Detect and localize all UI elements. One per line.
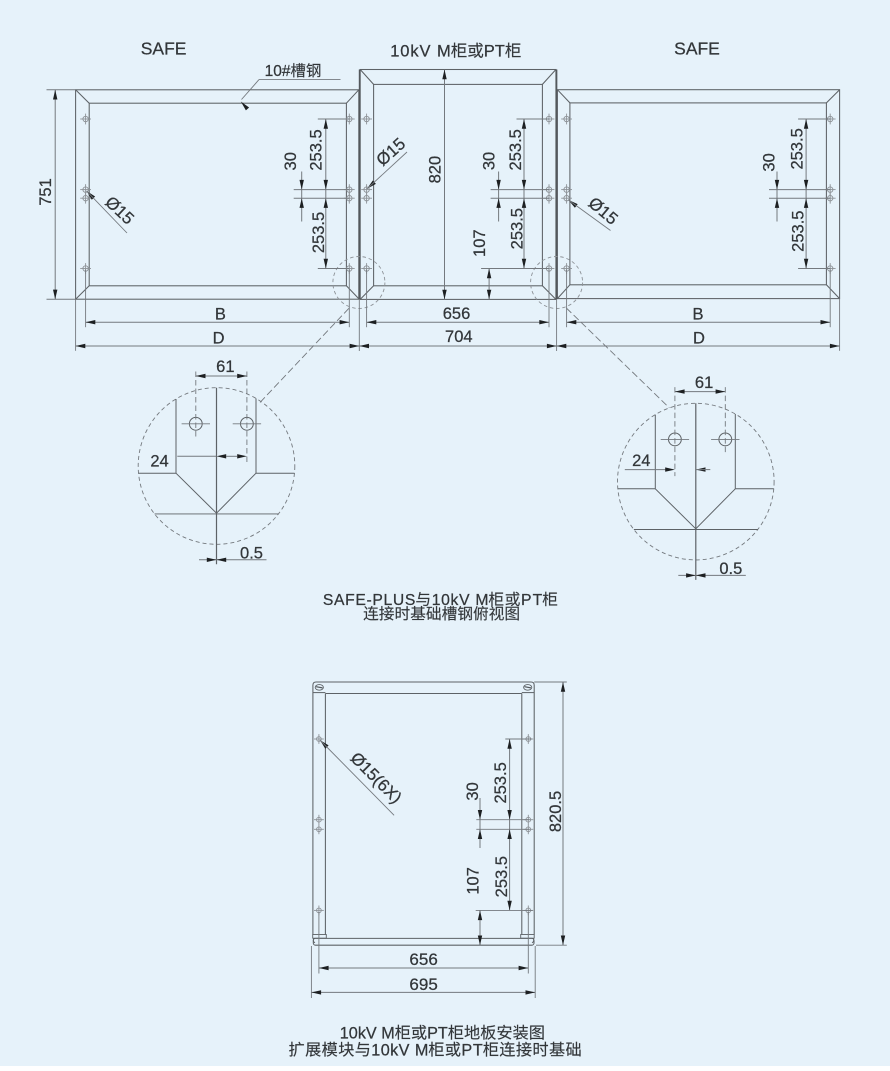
svg-text:10kV M: 10kV M (340, 1024, 395, 1042)
svg-text:24: 24 (632, 452, 650, 470)
svg-text:PT: PT (484, 43, 505, 61)
svg-text:PT: PT (427, 1024, 448, 1042)
svg-text:SAFE: SAFE (141, 38, 187, 58)
svg-text:SAFE: SAFE (674, 38, 720, 58)
svg-text:656: 656 (443, 305, 471, 323)
svg-text:253.5: 253.5 (789, 211, 807, 252)
svg-text:253.5: 253.5 (507, 129, 525, 170)
svg-text:10#: 10# (265, 63, 291, 80)
svg-text:253.5: 253.5 (492, 762, 510, 803)
svg-text:B: B (692, 306, 703, 324)
svg-text:820: 820 (426, 156, 444, 184)
svg-text:30: 30 (481, 152, 499, 170)
svg-text:30: 30 (282, 152, 300, 170)
svg-text:10kV M: 10kV M (371, 1041, 428, 1059)
svg-text:751: 751 (37, 178, 55, 206)
svg-text:SAFE-PLUS: SAFE-PLUS (323, 592, 416, 609)
svg-text:D: D (213, 330, 225, 348)
svg-text:253.5: 253.5 (308, 129, 326, 170)
svg-text:D: D (693, 330, 705, 348)
svg-text:704: 704 (445, 328, 473, 346)
svg-text:107: 107 (465, 867, 483, 895)
svg-text:24: 24 (150, 453, 168, 471)
svg-text:PT: PT (461, 1041, 483, 1059)
svg-text:253.5: 253.5 (508, 208, 526, 249)
svg-text:253.5: 253.5 (788, 128, 806, 169)
svg-text:61: 61 (216, 358, 234, 376)
svg-text:656: 656 (409, 950, 437, 969)
svg-text:0.5: 0.5 (240, 544, 263, 562)
svg-text:PT: PT (521, 592, 543, 609)
svg-text:10kV M: 10kV M (390, 43, 451, 61)
svg-text:695: 695 (409, 975, 437, 994)
svg-text:61: 61 (695, 374, 713, 392)
svg-text:30: 30 (464, 782, 482, 800)
svg-text:253.5: 253.5 (493, 856, 511, 897)
svg-text:253.5: 253.5 (310, 212, 328, 253)
svg-text:0.5: 0.5 (719, 560, 742, 578)
svg-text:B: B (215, 306, 226, 324)
svg-text:10kV M: 10kV M (432, 592, 489, 609)
svg-text:820.5: 820.5 (547, 791, 565, 832)
svg-text:30: 30 (760, 153, 778, 171)
svg-text:107: 107 (471, 229, 489, 257)
